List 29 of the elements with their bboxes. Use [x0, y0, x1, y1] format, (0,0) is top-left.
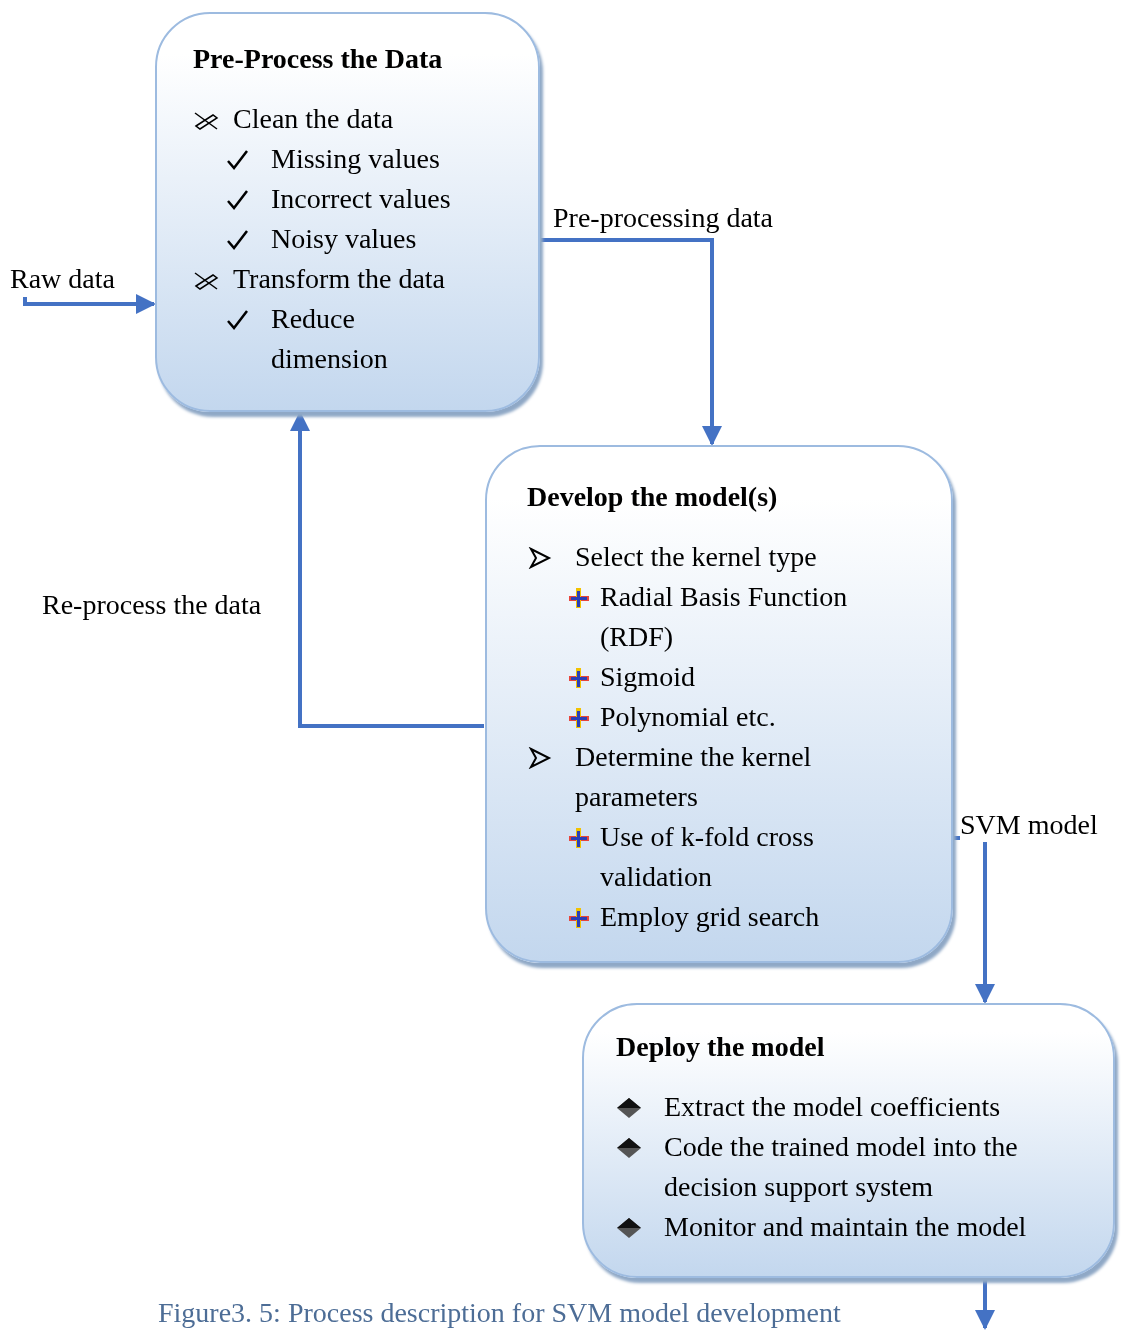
list-item: Sigmoid [600, 660, 695, 694]
list-item: Radial Basis Function (RDF) [600, 580, 849, 654]
arrow [541, 238, 722, 446]
process-box [485, 445, 953, 963]
list-item: Clean the data [233, 102, 394, 136]
list-item: Polynomial etc. [600, 700, 776, 734]
process-box [155, 12, 540, 412]
input-label: Raw data [10, 262, 115, 296]
list-item: Transform the data [233, 262, 446, 296]
caption: Figure3. 5: Process description for SVM model development [158, 1296, 841, 1330]
list-item: Use of k-fold cross validation [600, 820, 815, 894]
list-item: Reduce dimension [271, 302, 389, 376]
process-box [582, 1003, 1115, 1278]
list-item: Determine the kernel parameters [575, 740, 813, 814]
box-heading: Pre-Process the Data [193, 42, 443, 76]
list-item: Extract the model coefficients [664, 1090, 1001, 1124]
arrow [23, 294, 156, 314]
box-heading: Develop the model(s) [527, 480, 778, 514]
list-item: Incorrect values [271, 182, 451, 216]
list-item: Monitor and maintain the model [664, 1210, 1027, 1244]
list-item: Code the trained model into the decision support system [664, 1130, 1019, 1204]
arrow [954, 836, 995, 1004]
arrow [290, 411, 484, 728]
list-item: Noisy values [271, 222, 417, 256]
list-item: Employ grid search [600, 900, 820, 934]
list-item: Missing values [271, 142, 440, 176]
list-item: Select the kernel type [575, 540, 817, 574]
box-heading: Deploy the model [616, 1030, 825, 1064]
arrow [975, 1279, 995, 1330]
